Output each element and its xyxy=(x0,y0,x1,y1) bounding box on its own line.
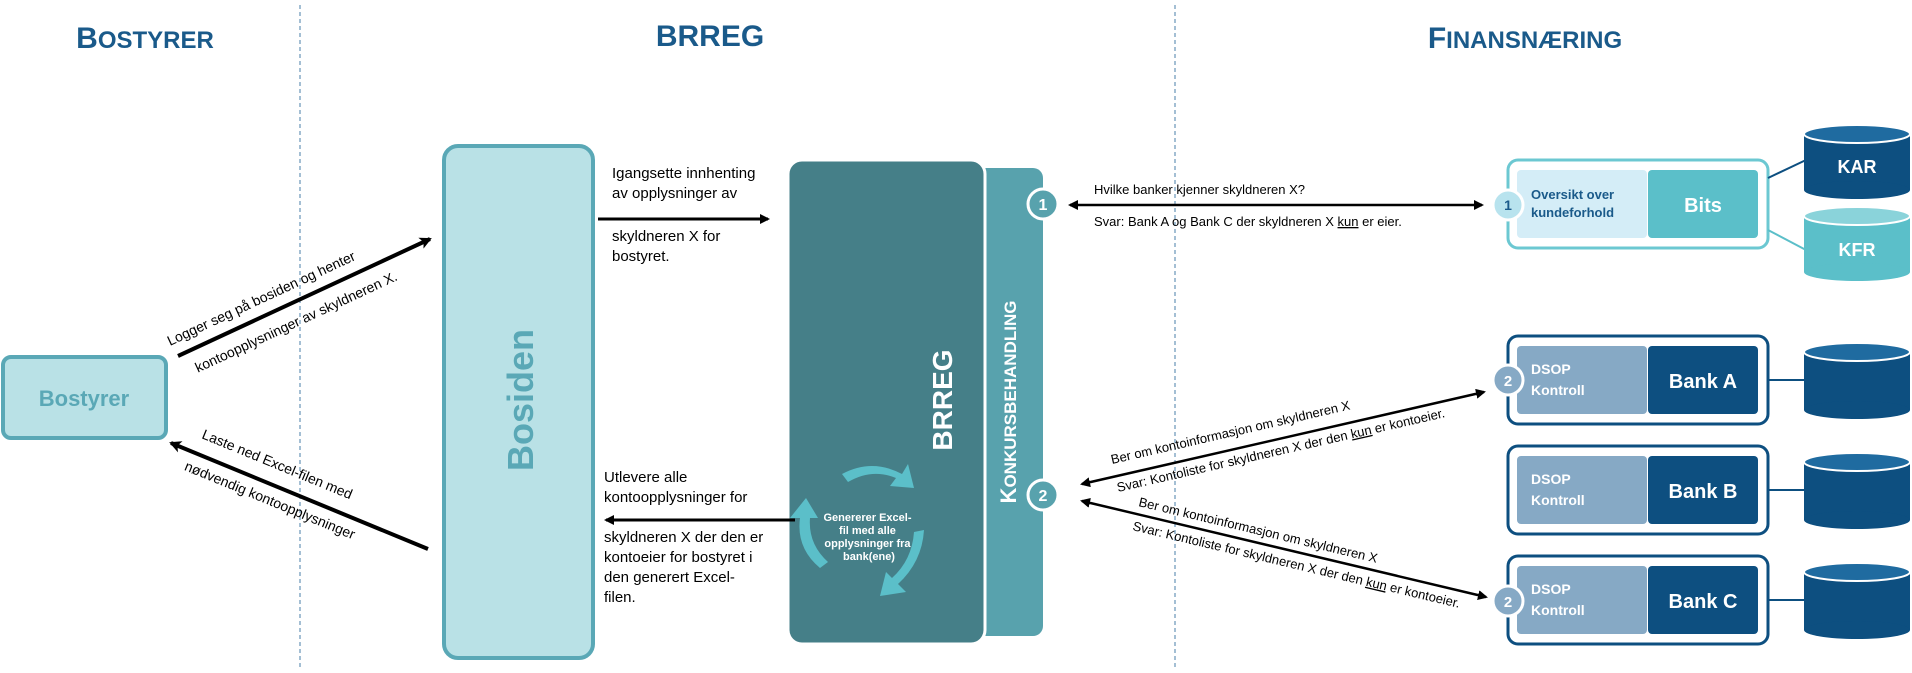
connector-bits-kar xyxy=(1767,159,1807,179)
konkursbehandling-label: KONKURSBEHANDLING xyxy=(996,301,1021,504)
brreg-label: BRREG xyxy=(927,349,958,450)
bank-c-dsop-label: DSOP Kontroll xyxy=(1531,581,1585,618)
download-text: Laste ned Excel-filen med nødvendig kont… xyxy=(182,424,371,542)
deliver-text-top: Utlevere alle kontoopplysninger for xyxy=(604,469,747,506)
bank-b-database-icon xyxy=(1803,452,1911,529)
bits-label: Bits xyxy=(1684,195,1722,217)
svg-text:1: 1 xyxy=(1504,197,1512,213)
bank-a-group: DSOP Kontroll Bank A xyxy=(1506,334,1770,426)
column-title-finansnaering: FINANSNÆRING xyxy=(1428,22,1622,55)
svg-text:2: 2 xyxy=(1504,373,1512,390)
oversikt-label: Oversikt over kundeforhold xyxy=(1531,187,1618,220)
brreg-box: BRREG xyxy=(786,158,987,646)
initiate-text-bottom: skyldneren X for bostyret. xyxy=(612,228,725,265)
bostyrer-label: Bostyrer xyxy=(39,386,130,411)
bank-b-label: Bank B xyxy=(1669,481,1738,503)
generate-excel-text: Genererer Excel- fil med alle opplysning… xyxy=(823,512,914,563)
kfr-database-icon: KFR xyxy=(1803,206,1911,281)
kar-label: KAR xyxy=(1838,157,1877,177)
bosiden-box: Bosiden xyxy=(442,144,595,660)
query-bits-answer: Svar: Bank A og Bank C der skyldneren X … xyxy=(1094,214,1402,229)
arrow-query-bank-a xyxy=(1080,388,1486,488)
bank-c-database-icon xyxy=(1803,562,1911,639)
bosiden-label: Bosiden xyxy=(500,329,541,471)
bank-a-label: Bank A xyxy=(1669,371,1737,393)
bank-c-label: Bank C xyxy=(1669,591,1738,613)
step-1-badge-brreg: 1 xyxy=(1026,187,1060,221)
connector-bits-kfr xyxy=(1767,229,1807,251)
initiate-text-top: Igangsette innhenting av opplysninger av xyxy=(612,165,760,202)
column-title-bostyrer: BOSTYRER xyxy=(76,22,214,55)
deliver-text-bottom: skyldneren X der den er kontoeier for bo… xyxy=(604,529,767,606)
kar-database-icon: KAR xyxy=(1803,124,1911,199)
arrow-download xyxy=(169,441,429,551)
bank-a-database-icon xyxy=(1803,342,1911,419)
query-bits-question: Hvilke banker kjenner skyldneren X? xyxy=(1094,182,1305,197)
arrow-query-bank-c xyxy=(1080,497,1488,601)
bank-b-group: DSOP Kontroll Bank B xyxy=(1506,444,1770,536)
bostyrer-box: Bostyrer xyxy=(1,355,168,440)
bank-c-group: DSOP Kontroll Bank C xyxy=(1506,554,1770,646)
step-2-badge-brreg: 2 xyxy=(1026,478,1060,512)
svg-text:2: 2 xyxy=(1039,488,1048,505)
bank-b-dsop-label: DSOP Kontroll xyxy=(1531,471,1585,508)
svg-text:2: 2 xyxy=(1504,594,1512,611)
step-2-badge-bank-a: 2 xyxy=(1491,363,1525,397)
svg-text:1: 1 xyxy=(1039,197,1048,214)
column-title-brreg: BRREG xyxy=(656,20,764,53)
arrow-login xyxy=(177,237,432,358)
step-1-badge-bits: 1 xyxy=(1491,188,1525,222)
kfr-label: KFR xyxy=(1839,240,1876,260)
step-2-badge-bank-c: 2 xyxy=(1491,584,1525,618)
bits-group: Oversikt over kundeforhold Bits xyxy=(1506,158,1770,250)
bank-a-dsop-label: DSOP Kontroll xyxy=(1531,361,1585,398)
refresh-cycle-icon xyxy=(790,464,924,596)
